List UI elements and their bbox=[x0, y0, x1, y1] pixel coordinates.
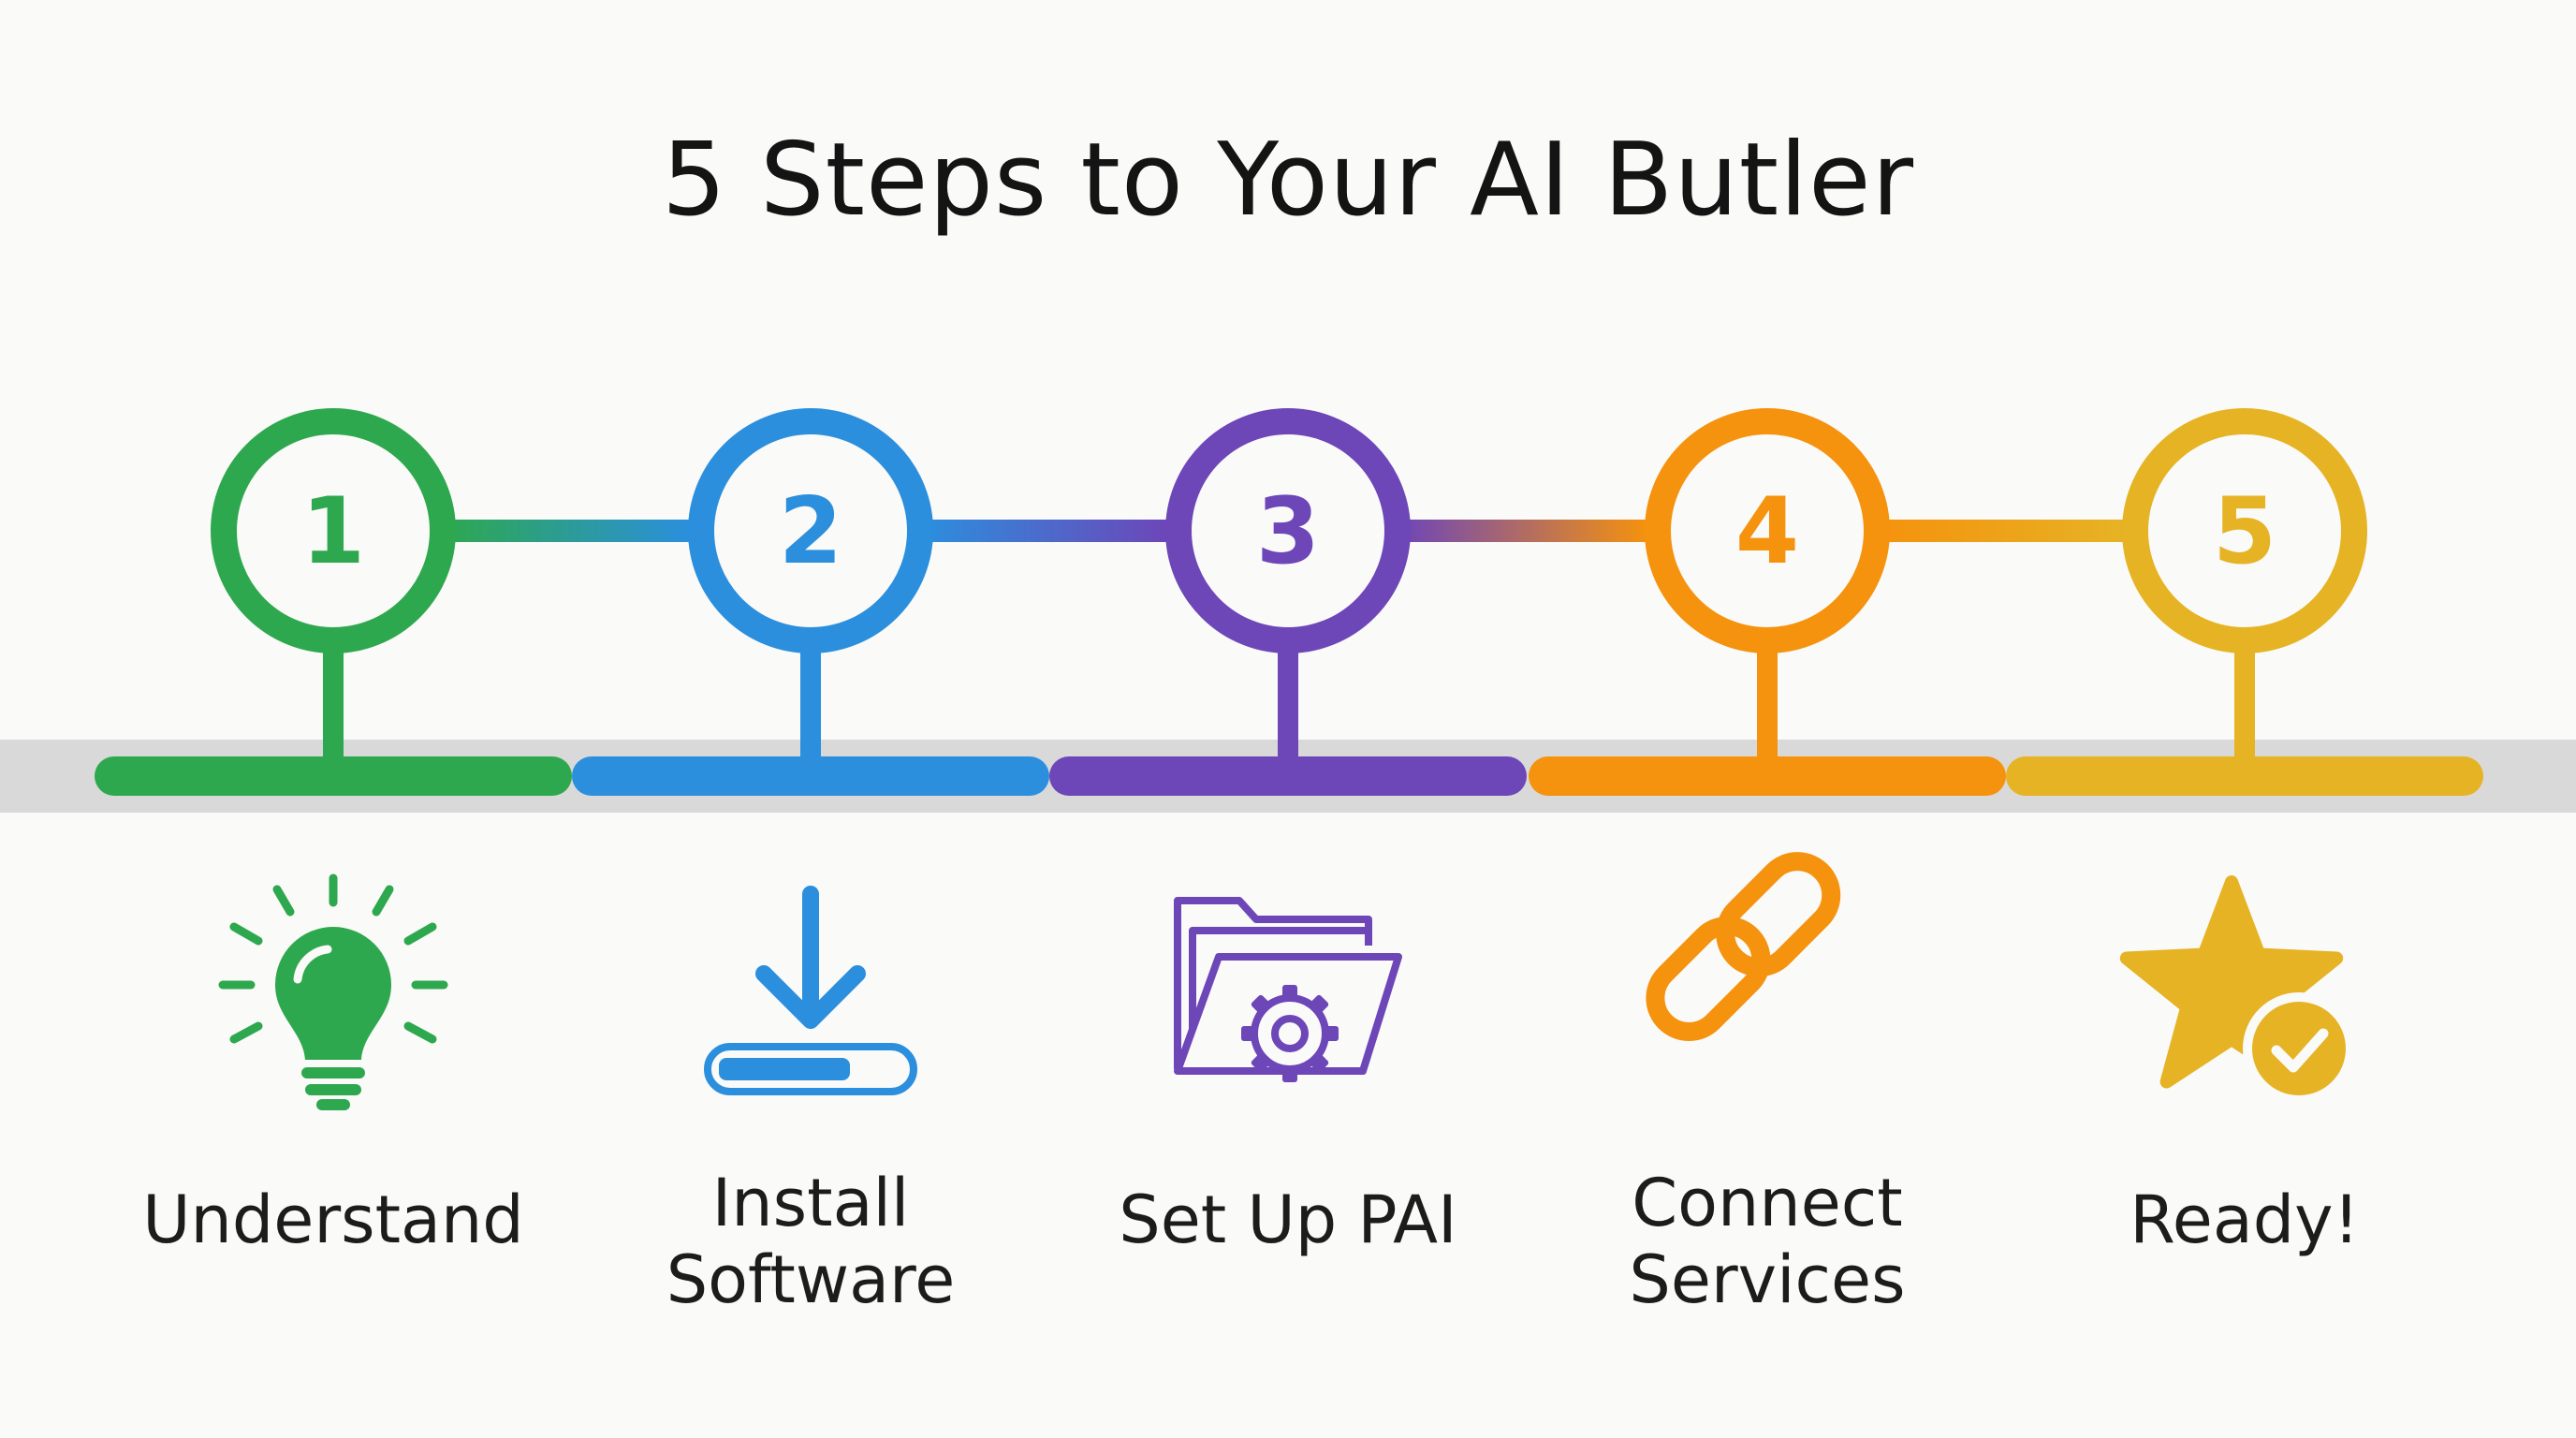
step-circle-1 bbox=[211, 408, 456, 653]
chain-link-icon bbox=[1646, 852, 1841, 1042]
step-label-1: Understand bbox=[142, 1181, 524, 1258]
connector-1-2 bbox=[444, 520, 691, 542]
step-stem-3 bbox=[1278, 646, 1298, 768]
step-bar-2 bbox=[572, 756, 1049, 796]
step-circle-4 bbox=[1645, 408, 1890, 653]
lightbulb-icon bbox=[218, 873, 448, 1110]
step-stem-4 bbox=[1757, 646, 1778, 768]
step-circle-3 bbox=[1165, 408, 1411, 653]
step-stem-1 bbox=[323, 646, 344, 768]
connector-3-4 bbox=[1400, 520, 1647, 542]
step-circle-5 bbox=[2122, 408, 2367, 653]
step-label-4: Connect Services bbox=[1629, 1165, 1906, 1318]
step-stem-2 bbox=[800, 646, 821, 768]
download-progress-icon bbox=[704, 886, 917, 1095]
step-number-1: 1 bbox=[301, 478, 365, 585]
step-number-5: 5 bbox=[2213, 478, 2276, 585]
step-number-3: 3 bbox=[1256, 478, 1320, 585]
connector-2-3 bbox=[921, 520, 1168, 542]
step-bar-4 bbox=[1529, 756, 2006, 796]
step-bar-5 bbox=[2006, 756, 2483, 796]
connector-4-5 bbox=[1880, 520, 2127, 542]
step-circle-2 bbox=[688, 408, 933, 653]
step-number-2: 2 bbox=[779, 478, 842, 585]
page-title: 5 Steps to Your AI Butler bbox=[662, 122, 1914, 239]
step-bar-3 bbox=[1049, 756, 1527, 796]
step-label-2: Install Software bbox=[666, 1165, 956, 1318]
step-number-4: 4 bbox=[1735, 478, 1799, 585]
step-label-5: Ready! bbox=[2130, 1181, 2360, 1258]
star-check-icon bbox=[2119, 875, 2355, 1105]
step-label-3: Set Up PAI bbox=[1119, 1181, 1457, 1258]
step-stem-5 bbox=[2234, 646, 2255, 768]
folder-gear-icon bbox=[1174, 897, 1402, 1082]
step-bar-1 bbox=[95, 756, 572, 796]
